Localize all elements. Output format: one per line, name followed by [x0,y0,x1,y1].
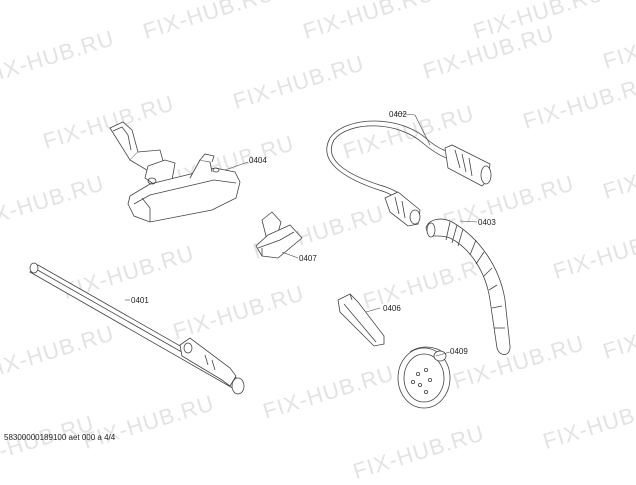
tube-part [29,262,245,395]
handle-part [425,218,511,355]
crevice-nozzle-part [337,293,385,347]
filter-part [397,346,451,409]
parts-drawing: 0402 0404 0403 0407 0401 0406 0409 [29,110,511,409]
upholstery-tool-part [255,211,303,259]
label-0407: 0407 [299,254,317,263]
floor-nozzle-part [109,121,241,223]
label-0403: 0403 [478,218,496,227]
label-0406: 0406 [383,304,401,313]
label-0409: 0409 [450,347,468,356]
document-footer: 58300000189100 aet 000 a 4/4 [4,433,116,442]
label-0402: 0402 [389,110,407,119]
label-0401: 0401 [131,296,149,305]
label-0404: 0404 [249,156,267,165]
hose-part [326,120,492,227]
